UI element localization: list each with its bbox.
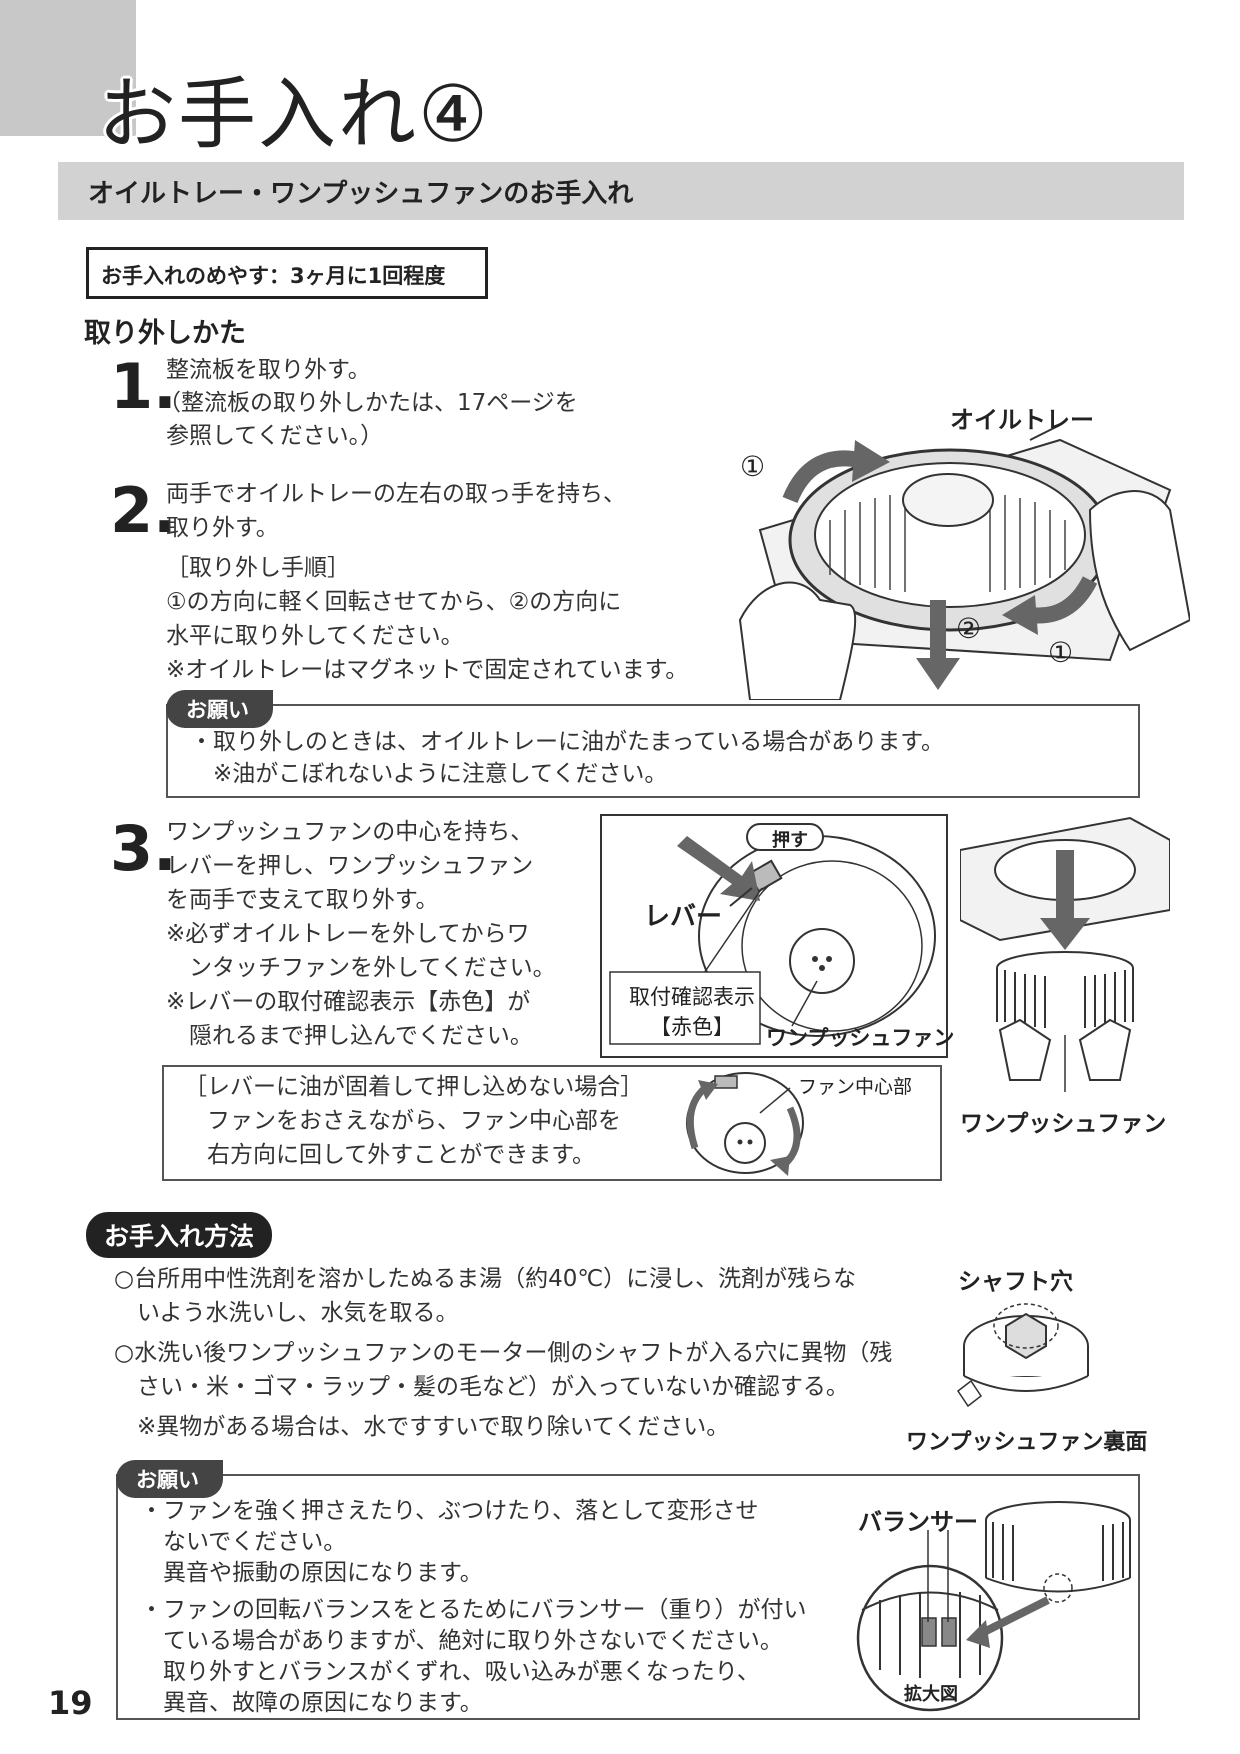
section-bar <box>58 162 1184 220</box>
notice-box-1 <box>166 704 1140 798</box>
fan-back-label: ワンプッシュファン裏面 <box>906 1430 1148 1455</box>
removal-heading: 取り外しかた <box>84 318 246 349</box>
notice-2-line: ないでください。 <box>140 1529 347 1555</box>
step-2-line: 取り外す。 <box>166 515 279 541</box>
notice-1-line: ・取り外しのときは、オイルトレーに油がたまっている場合があります。 <box>190 729 944 755</box>
header-gray-tab <box>0 0 136 136</box>
step-3-line: を両手で支えて取り外す。 <box>166 887 439 913</box>
step-3-line: 隠れるまで押し込んでください。 <box>166 1023 533 1049</box>
stuck-lever-line: ファンをおさえながら、ファン中心部を <box>184 1108 621 1134</box>
notice-2-line: ・ファンの回転バランスをとるためにバランサー（重り）が付い <box>140 1597 807 1623</box>
cleaning-method-label: お手入れ方法 <box>86 1212 273 1258</box>
direction-mark-2: ② <box>956 612 982 645</box>
notice-label-2: お願い <box>116 1460 223 1498</box>
zoom-label: 拡大図 <box>904 1684 958 1705</box>
fan-center-label: ファン中心部 <box>798 1076 913 1098</box>
step-2-line: ①の方向に軽く回転させてから、②の方向に <box>166 589 622 615</box>
step-3-line: ※必ずオイルトレーを外してからワ <box>166 921 530 947</box>
method-line: いよう水洗いし、水気を取る。 <box>114 1300 459 1326</box>
lever-figure-frame <box>600 814 948 1058</box>
step-3-line: ※レバーの取付確認表示【赤色】が <box>166 989 531 1015</box>
stuck-lever-box <box>162 1065 942 1181</box>
notice-2-line: ・ファンを強く押さえたり、ぶつけたり、落として変形させ <box>140 1498 759 1524</box>
direction-mark-1b: ① <box>1048 636 1074 669</box>
step-2-number: 2. <box>110 474 177 547</box>
notice-2-line: ている場合がありますが、絶対に取り外さないでください。 <box>140 1628 783 1654</box>
notice-1-line: ※油がこぼれないように注意してください。 <box>190 761 668 787</box>
confirm-indicator-line: 取付確認表示 <box>629 985 755 1009</box>
notice-label-1: お願い <box>166 690 273 728</box>
stuck-lever-line: 右方向に回して外すことができます。 <box>184 1142 596 1168</box>
page-title: お手入れ④ <box>98 70 490 160</box>
notice-2-text: ・ファンを強く押さえたり、ぶつけたり、落として変形させ ないでください。 異音や… <box>140 1496 860 1719</box>
step-1-text: 整流板を取り外す。 （整流板の取り外しかたは、17ページを 参照してください。） <box>158 354 686 453</box>
step-1-line: 参照してください。） <box>166 423 384 449</box>
step-3-line: レバーを押し、ワンプッシュファン <box>166 853 534 879</box>
step-3-text: ワンプッシュファンの中心を持ち、 レバーを押し、ワンプッシュファン を両手で支え… <box>166 815 596 1053</box>
confirm-indicator-label: 取付確認表示 【赤色】 <box>618 982 766 1042</box>
stuck-lever-line: ［レバーに油が固着して押し込めない場合］ <box>184 1074 644 1100</box>
step-1-line: （整流板の取り外しかたは、17ページを <box>158 390 578 416</box>
lever-label: レバー <box>644 902 723 932</box>
balancer-illustration <box>856 1501 1131 1712</box>
direction-mark-1: ① <box>740 450 766 483</box>
notice-2-line: 取り外すとバランスがくずれ、吸い込みが悪くなったり、 <box>140 1659 760 1685</box>
step-2-line: 水平に取り外してください。 <box>166 623 464 649</box>
step-2-line: 両手でオイルトレーの左右の取っ手を持ち、 <box>166 481 626 507</box>
notice-2-line: 異音、故障の原因になります。 <box>140 1690 483 1716</box>
step-3-line: ワンプッシュファンの中心を持ち、 <box>166 819 534 845</box>
notice-box-2 <box>116 1474 1140 1720</box>
step-3-number: 3. <box>110 812 177 885</box>
care-interval-box: お手入れのめやす：3ヶ月に1回程度 <box>86 247 488 299</box>
oil-tray-label: オイルトレー <box>950 406 1094 434</box>
method-line: ○台所用中性洗剤を溶かしたぬるま湯（約40℃）に浸し、洗剤が残らな <box>114 1266 857 1292</box>
stuck-lever-text: ［レバーに油が固着して押し込めない場合］ ファンをおさえながら、ファン中心部を … <box>184 1070 704 1172</box>
step-1-number: 1. <box>110 350 177 423</box>
fan-center-rotate-illustration <box>686 1072 804 1176</box>
section-title: オイルトレー・ワンプッシュファンのお手入れ <box>88 179 634 209</box>
step-2-text: 両手でオイルトレーの左右の取っ手を持ち、 取り外す。 ［取り外し手順］ ①の方向… <box>166 477 706 687</box>
push-label: 押す <box>772 830 808 851</box>
oil-tray-removal-illustration <box>738 424 1190 700</box>
step-2-line: ［取り外し手順］ <box>166 555 350 581</box>
confirm-indicator-line: 【赤色】 <box>650 1015 734 1039</box>
notice-1-text: ・取り外しのときは、オイルトレーに油がたまっている場合があります。 ※油がこぼれ… <box>190 726 1130 790</box>
step-2-line: ※オイルトレーはマグネットで固定されています。 <box>166 657 689 683</box>
fan-label-lever-figure: ワンプッシュファン <box>766 1026 955 1050</box>
step-1-line: 整流板を取り外す。 <box>166 357 371 383</box>
cleaning-method-text: ○台所用中性洗剤を溶かしたぬるま湯（約40℃）に浸し、洗剤が残らな いよう水洗い… <box>114 1262 914 1444</box>
method-line: ○水洗い後ワンプッシュファンのモーター側のシャフトが入る穴に異物（残 <box>114 1340 893 1366</box>
balancer-label: バランサー <box>858 1508 978 1536</box>
shaft-hole-label: シャフト穴 <box>958 1269 1073 1295</box>
notice-2-line: 異音や振動の原因になります。 <box>140 1560 483 1586</box>
fan-label-pullout-figure: ワンプッシュファン <box>960 1111 1167 1137</box>
lever-illustration <box>609 823 936 1045</box>
method-line: ※異物がある場合は、水ですすいで取り除いてください。 <box>114 1414 730 1440</box>
fan-back-illustration <box>956 1303 1089 1408</box>
page-number: 19 <box>48 1684 93 1722</box>
method-line: さい・米・ゴマ・ラップ・髪の毛など）が入っていないか確認する。 <box>114 1374 849 1400</box>
fan-pullout-illustration <box>960 816 1170 1092</box>
step-3-line: ンタッチファンを外してください。 <box>166 955 556 981</box>
